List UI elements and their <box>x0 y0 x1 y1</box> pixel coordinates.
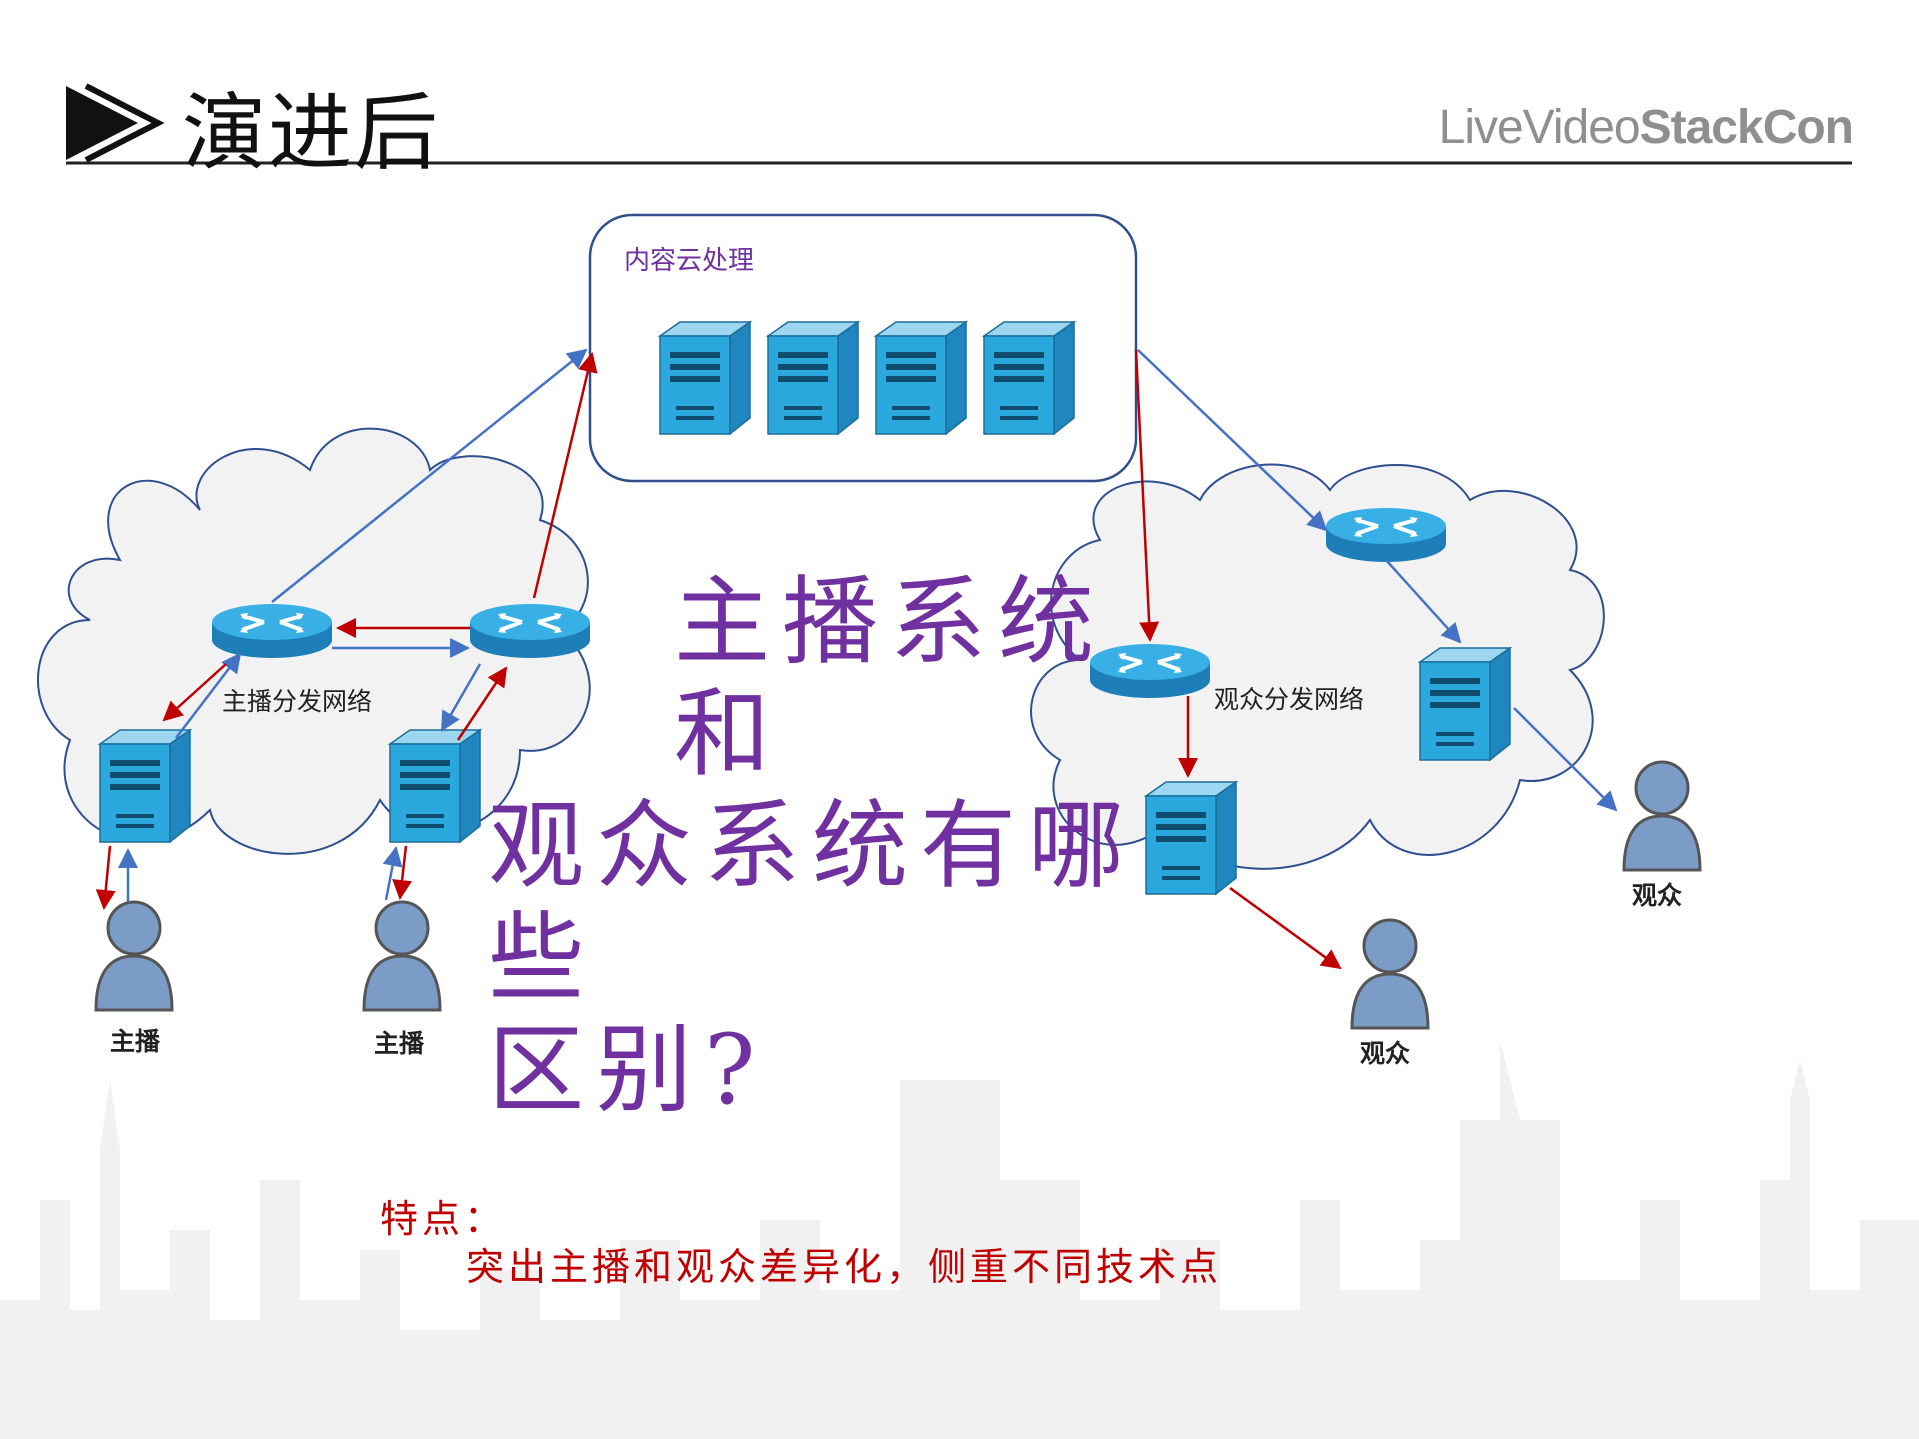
cloud-server-4 <box>983 321 1075 435</box>
arrow-red-router-to-server <box>162 663 227 722</box>
header-decoration <box>66 83 1852 165</box>
content-cloud-label: 内容云处理 <box>624 246 755 276</box>
anchor-label-1: 主播 <box>110 1027 161 1056</box>
anchor-server-right <box>389 729 481 843</box>
audience-label-1: 观众 <box>1360 1039 1411 1068</box>
brand-logo: LiveVideoStackCon <box>1438 100 1854 155</box>
arrow-red-cloud-to-audience-router <box>1134 349 1160 642</box>
audience-server-right <box>1419 647 1511 761</box>
arrow-router-to-cloud <box>271 348 588 603</box>
features-title: 特点： <box>380 1197 507 1241</box>
arrow-red-server-to-audience <box>1229 886 1342 970</box>
arrow-router-to-server <box>440 663 482 732</box>
question-line-1: 主播系统和 <box>674 566 1106 790</box>
cloud-server-3 <box>875 321 967 435</box>
overlay-question: 主播系统和 观众系统有哪些 区别? <box>488 566 1188 1126</box>
slide-title: 演进后 <box>182 84 441 182</box>
arrow-red-cloud-to-router <box>532 352 598 599</box>
audience-person-1-icon <box>1350 918 1430 1030</box>
audience-network-cloud <box>1030 463 1605 870</box>
title-arrow-icon <box>66 86 138 160</box>
arrow-cloud-to-audience-router <box>1137 349 1328 532</box>
question-line-3: 区别? <box>488 1014 768 1126</box>
anchor-network-label: 主播分发网络 <box>222 687 373 716</box>
question-line-2: 观众系统有哪些 <box>488 790 1136 1014</box>
arrow-red-server-to-router <box>456 666 508 741</box>
audience-label-2: 观众 <box>1632 881 1683 910</box>
arrow-server-to-router <box>175 652 242 739</box>
audience-person-2-icon <box>1622 760 1702 872</box>
cloud-server-1 <box>659 321 751 435</box>
anchor-server-left <box>99 729 191 843</box>
network-diagram <box>37 213 1702 1030</box>
anchor-person-2-icon <box>362 900 442 1012</box>
cloud-server-2 <box>767 321 859 435</box>
arrow-red-server-to-person-2 <box>392 845 412 900</box>
audience-network-label: 观众分发网络 <box>1214 685 1365 714</box>
arrow-person-to-server-2 <box>382 846 403 901</box>
anchor-person-1-icon <box>94 900 174 1012</box>
anchor-label-2: 主播 <box>374 1029 425 1058</box>
title-arrow-outline-icon <box>84 83 165 163</box>
arrow-server-to-audience <box>1513 707 1618 812</box>
anchor-router-left <box>210 602 334 660</box>
features-body: 突出主播和观众差异化，侧重不同技术点 <box>466 1245 1223 1289</box>
arrow-red-server-to-person-1 <box>95 845 116 910</box>
brand-prefix: LiveVideo <box>1438 101 1641 154</box>
arrow-audience-router-to-server <box>1385 559 1462 644</box>
audience-router-top <box>1324 506 1448 564</box>
brand-suffix: StackCon <box>1639 101 1854 154</box>
